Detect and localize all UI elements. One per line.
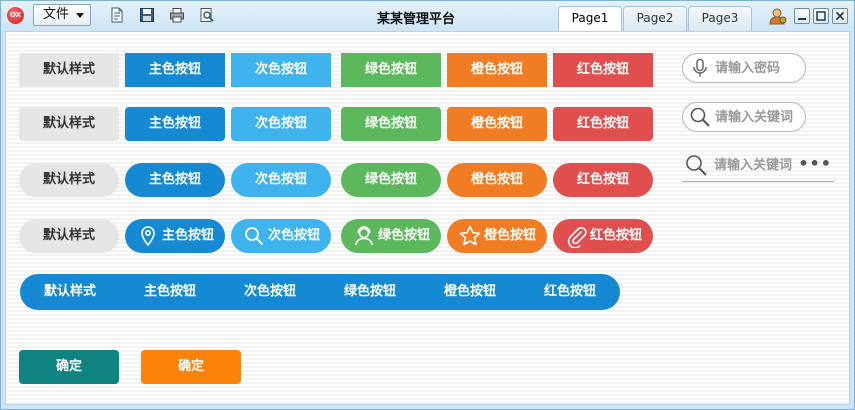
segment-primary[interactable]: 主色按钮 [143,284,196,299]
red-button[interactable]: 红色按钮 [553,53,653,87]
file-menu-dropdown[interactable]: 文件 [33,4,91,26]
red-button[interactable]: 红色按钮 [553,163,653,197]
password-input[interactable] [715,59,801,77]
keyword-flat-search-field[interactable]: ••• [682,150,834,182]
segment-secondary[interactable]: 次色按钮 [243,284,296,299]
primary-icon-button[interactable]: 主色按钮 [125,219,225,253]
primary-button[interactable]: 主色按钮 [125,163,225,197]
search-icon[interactable] [684,153,708,177]
default-button[interactable]: 默认样式 [19,163,119,197]
segment-orange[interactable]: 橙色按钮 [443,284,496,299]
chevron-down-icon [76,13,84,18]
microphone-icon[interactable] [689,57,711,79]
segmented-button-bar: 默认样式 主色按钮 次色按钮 绿色按钮 橙色按钮 红色按钮 [20,274,620,310]
user-support-icon [352,224,376,248]
tab-page2[interactable]: Page2 [623,6,687,31]
close-button[interactable] [832,8,848,24]
default-button[interactable]: 默认样式 [19,219,119,253]
default-button[interactable]: 默认样式 [19,107,119,141]
red-icon-button[interactable]: 红色按钮 [553,219,653,253]
secondary-button[interactable]: 次色按钮 [231,163,331,197]
main-content: 默认样式 主色按钮 次色按钮 绿色按钮 橙色按钮 红色按钮 默认样式 主色按钮 … [5,31,850,405]
minimize-button[interactable] [794,8,810,24]
search-icon [242,224,266,248]
button-label: 默认样式 [42,228,95,243]
primary-button[interactable]: 主色按钮 [125,107,225,141]
confirm-button-teal[interactable]: 确定 [19,350,119,384]
keyword-flat-input[interactable] [714,156,806,174]
secondary-button[interactable]: 次色按钮 [231,53,331,87]
default-button[interactable]: 默认样式 [19,53,119,87]
orange-button[interactable]: 橙色按钮 [447,107,547,141]
green-button[interactable]: 绿色按钮 [341,53,441,87]
window-title: 某某管理平台 [376,12,455,27]
button-label: 次色按钮 [267,228,320,243]
segment-default[interactable]: 默认样式 [43,284,96,299]
maximize-button[interactable] [813,8,829,24]
keyword-search-input[interactable] [715,108,801,126]
green-button[interactable]: 绿色按钮 [341,163,441,197]
segment-green[interactable]: 绿色按钮 [343,284,396,299]
paperclip-icon [564,224,588,248]
star-icon [458,224,482,248]
file-menu-label: 文件 [43,7,70,22]
secondary-icon-button[interactable]: 次色按钮 [231,219,331,253]
user-settings-icon[interactable] [769,7,787,25]
green-button[interactable]: 绿色按钮 [341,107,441,141]
segment-red[interactable]: 红色按钮 [543,284,596,299]
print-icon[interactable] [169,7,185,23]
tab-page1[interactable]: Page1 [558,6,622,32]
tab-page3[interactable]: Page3 [688,6,752,31]
title-bar: OX 文件 某某管理平台 Page1 Page2 Page3 [1,1,854,32]
button-label: 主色按钮 [161,228,214,243]
orange-button[interactable]: 橙色按钮 [447,53,547,87]
search-icon[interactable] [689,106,711,128]
location-pin-icon [136,224,160,248]
print-preview-icon[interactable] [199,7,215,23]
password-field[interactable] [682,53,806,83]
primary-button[interactable]: 主色按钮 [125,53,225,87]
green-icon-button[interactable]: 绿色按钮 [341,219,441,253]
app-logo-icon: OX [7,7,24,24]
red-button[interactable]: 红色按钮 [553,107,653,141]
new-document-icon[interactable] [109,7,125,23]
secondary-button[interactable]: 次色按钮 [231,107,331,141]
orange-button[interactable]: 橙色按钮 [447,163,547,197]
save-icon[interactable] [139,7,155,23]
keyword-search-field[interactable] [682,102,806,132]
button-label: 绿色按钮 [377,228,430,243]
orange-icon-button[interactable]: 橙色按钮 [447,219,547,253]
more-options-icon[interactable]: ••• [798,154,832,173]
button-label: 橙色按钮 [483,228,536,243]
confirm-button-orange[interactable]: 确定 [141,350,241,384]
button-label: 红色按钮 [589,228,642,243]
